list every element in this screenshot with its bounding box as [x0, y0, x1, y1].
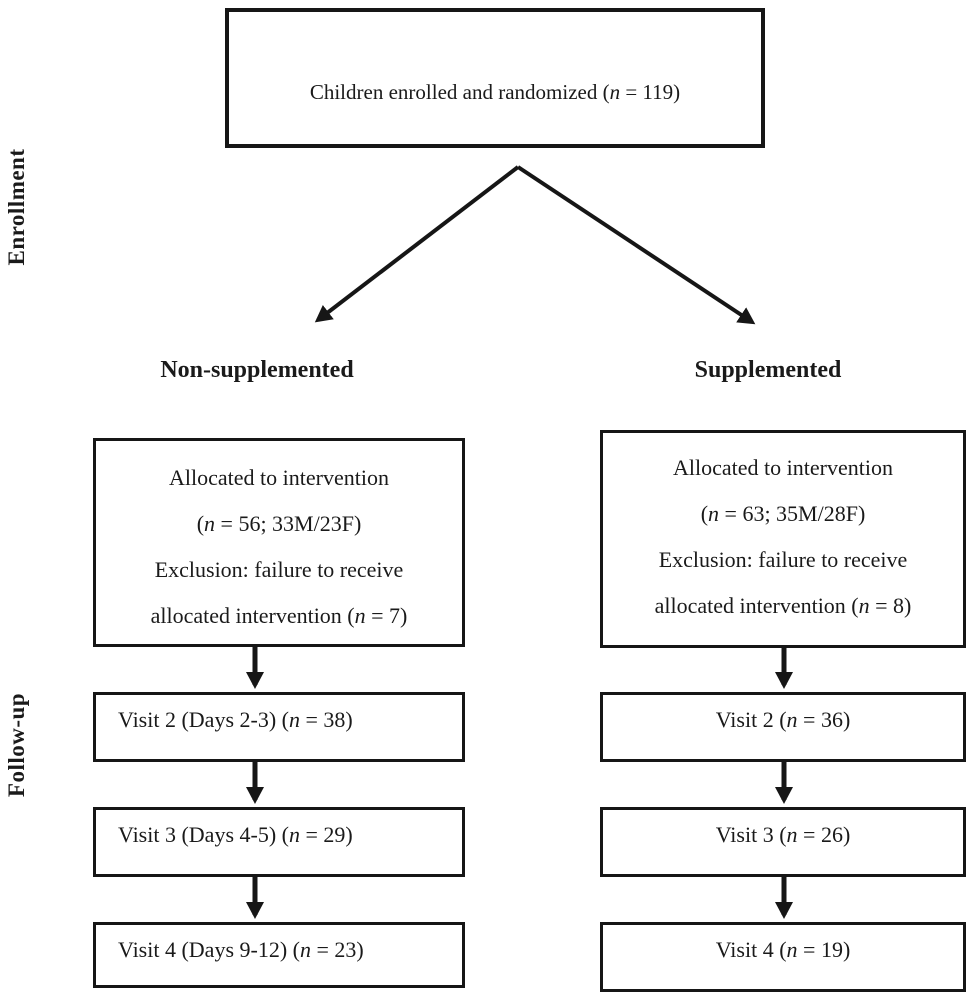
n-symbol: n: [609, 79, 621, 104]
n-symbol: n: [288, 822, 300, 847]
visit3-box-non-supplemented: Visit 3 (Days 4-5) (n = 29): [93, 807, 465, 877]
visit3-box-supplemented: Visit 3 (n = 26): [600, 807, 966, 877]
n-symbol: n: [786, 707, 798, 732]
enrolled-randomized-text: Children enrolled and randomized (n = 11…: [309, 79, 681, 104]
n-symbol: n: [354, 603, 366, 628]
branch-heading-supplemented: Supplemented: [694, 357, 842, 383]
visit2-box-non-supplemented: Visit 2 (Days 2-3) (n = 38): [93, 692, 465, 762]
branch-heading-non-supplemented: Non-supplemented: [160, 357, 354, 383]
n-symbol: n: [204, 511, 216, 536]
allocation-line: allocated intervention (n = 7): [150, 603, 408, 628]
visit4-box-supplemented: Visit 4 (n = 19): [600, 922, 966, 992]
allocation-line: Allocated to intervention: [673, 455, 893, 480]
n-symbol: n: [858, 593, 870, 618]
n-symbol: n: [786, 937, 798, 962]
enrolled-randomized-box: Children enrolled and randomized (n = 11…: [225, 8, 765, 148]
stage-label-enrollment: Enrollment: [4, 148, 29, 266]
stage-label-followup: Follow-up: [4, 692, 29, 798]
visit-text: Visit 2 (n = 36): [715, 707, 851, 732]
n-symbol: n: [288, 707, 300, 732]
allocation-line: allocated intervention (n = 8): [654, 593, 912, 618]
visit-text: Visit 4 (n = 19): [715, 937, 851, 962]
branch-arrow-left-icon: [314, 165, 520, 323]
n-symbol: n: [786, 822, 798, 847]
n-symbol: n: [708, 501, 720, 526]
branch-arrow-right-icon: [516, 165, 756, 325]
allocation-line: (n = 56; 33M/23F): [196, 511, 362, 536]
allocation-box-supplemented: Allocated to intervention (n = 63; 35M/2…: [600, 430, 966, 648]
visit-text: Visit 4 (Days 9-12) (n = 23): [118, 937, 364, 962]
allocation-box-non-supplemented: Allocated to intervention (n = 56; 33M/2…: [93, 438, 465, 647]
allocation-line: Exclusion: failure to receive: [658, 547, 908, 572]
visit-text: Visit 2 (Days 2-3) (n = 38): [118, 707, 353, 732]
visit4-box-non-supplemented: Visit 4 (Days 9-12) (n = 23): [93, 922, 465, 988]
visit2-box-supplemented: Visit 2 (n = 36): [600, 692, 966, 762]
visit-text: Visit 3 (Days 4-5) (n = 29): [118, 822, 353, 847]
allocation-line: Allocated to intervention: [169, 465, 389, 490]
n-symbol: n: [299, 937, 311, 962]
allocation-line: Exclusion: failure to receive: [154, 557, 404, 582]
visit-text: Visit 3 (n = 26): [715, 822, 851, 847]
allocation-line: (n = 63; 35M/28F): [700, 501, 866, 526]
